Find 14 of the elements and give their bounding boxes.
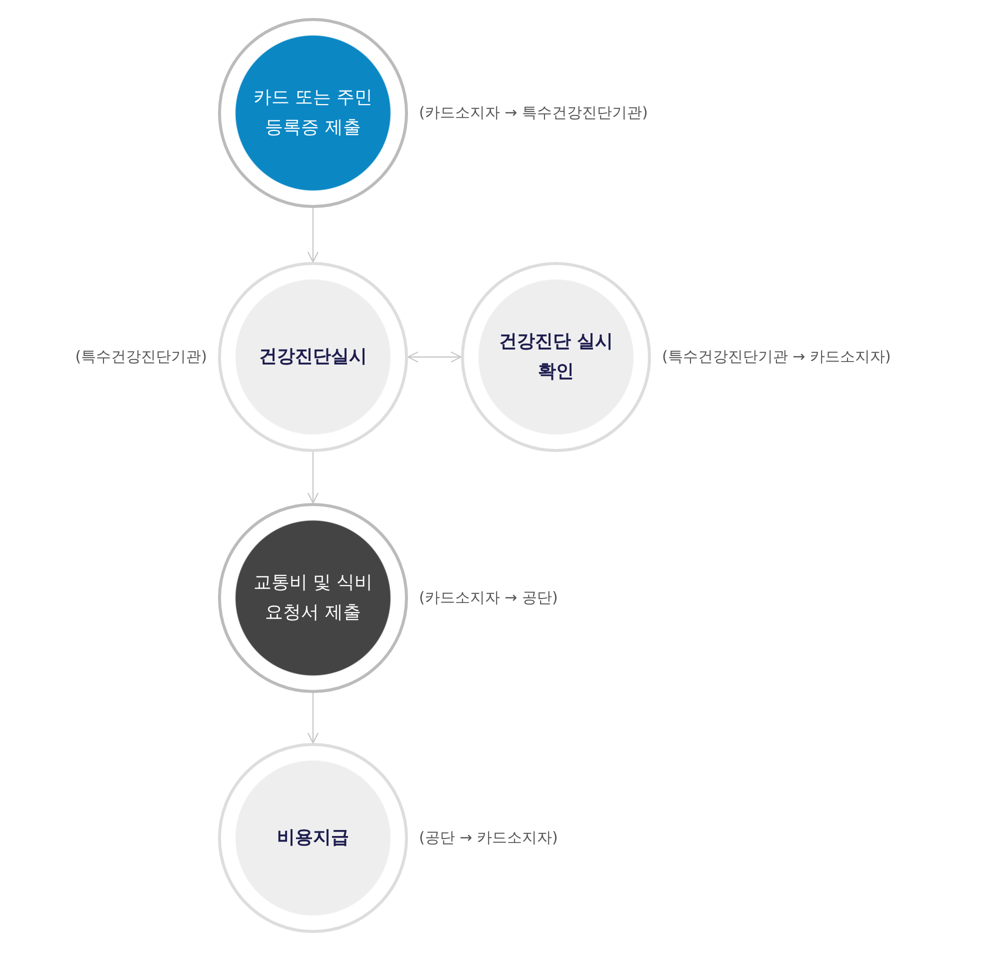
role-note: (특수건강진단기관 → 카드소지자) — [662, 348, 891, 366]
arrow — [307, 693, 319, 744]
role-note: (카드소지자 → 특수건강진단기관) — [419, 104, 648, 122]
arrow — [407, 351, 462, 363]
step-label: 카드 또는 주민등록증 제출 — [252, 86, 374, 140]
step-label: 교통비 및 식비 요청서 제출 — [252, 571, 374, 625]
role-note: (카드소지자 → 공단) — [419, 588, 558, 608]
role-note: (특수건강진단기관) — [75, 348, 207, 366]
arrow — [307, 208, 319, 263]
step-label: 비용지급 — [276, 826, 350, 850]
arrow — [307, 452, 319, 504]
step-label: 건강진단실시 — [258, 345, 368, 369]
step-label: 건강진단 실시확인 — [498, 330, 614, 384]
role-note: (공단 → 카드소지자) — [419, 828, 558, 848]
